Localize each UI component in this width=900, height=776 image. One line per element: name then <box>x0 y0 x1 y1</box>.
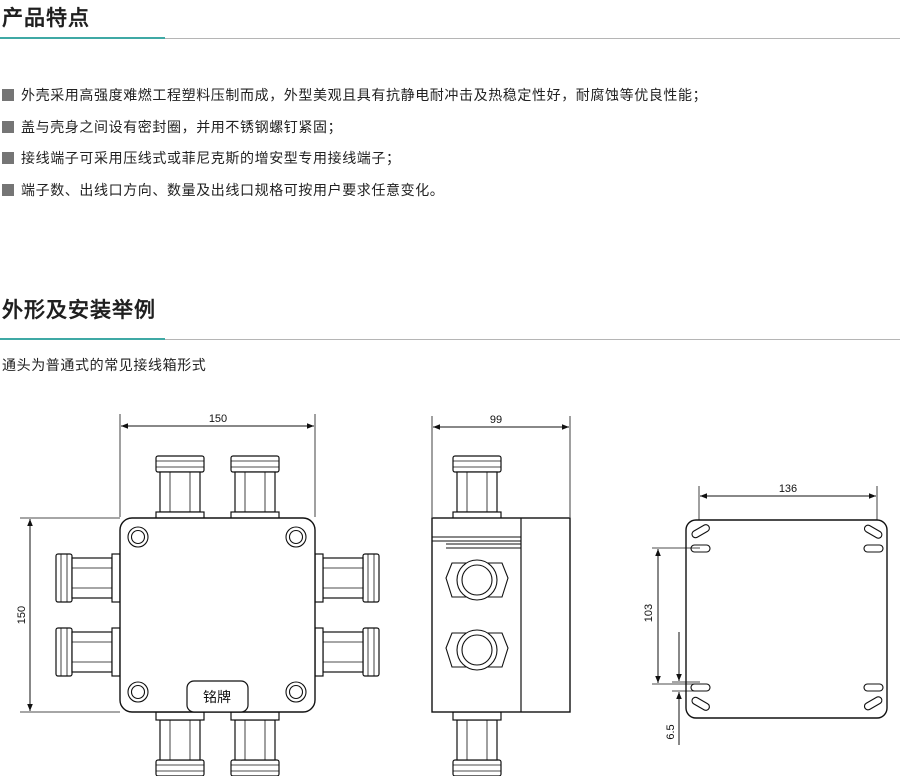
installation-divider <box>0 338 900 340</box>
mount-slot-lower-left <box>690 683 711 692</box>
nameplate <box>186 680 249 713</box>
front-width-label: 150 <box>209 413 227 425</box>
right-cable-gland-upper <box>314 553 380 603</box>
features-title: 产品特点 <box>2 6 90 30</box>
features-divider-accent <box>0 37 165 39</box>
installation-divider-accent <box>0 338 165 340</box>
left-cable-gland-upper <box>55 553 121 603</box>
front-view: 150 150 铭牌 <box>16 413 380 776</box>
feature-item: 接线端子可采用压线式或菲尼克斯的增安型专用接线端子； <box>2 144 898 176</box>
feature-item: 盖与壳身之间设有密封圈，并用不锈钢螺钉紧固； <box>2 113 898 145</box>
feature-item: 端子数、出线口方向、数量及出线口规格可按用户要求任意变化。 <box>2 176 898 208</box>
top-cable-gland-right <box>230 455 280 521</box>
mount-slot-mid-right <box>863 544 884 553</box>
square-bullet-icon <box>2 152 14 164</box>
side-box-body <box>431 517 571 713</box>
mounting-view: 136 103 6.5 <box>643 483 888 745</box>
installation-caption: 通头为普通式的常见接线箱形式 <box>2 358 207 374</box>
nameplate-label: 铭牌 <box>203 689 231 706</box>
mount-slot-lower-right <box>863 683 884 692</box>
mount-slot-bottom-right <box>863 696 883 711</box>
front-height-label: 150 <box>16 606 28 624</box>
square-bullet-icon <box>2 89 14 101</box>
side-top-cable-gland <box>452 455 502 521</box>
junction-box-drawing: 150 150 铭牌 99 <box>16 413 888 776</box>
mount-height-label: 103 <box>643 604 655 622</box>
mounting-box-outline <box>685 519 888 719</box>
square-bullet-icon <box>2 120 14 133</box>
square-bullet-icon <box>2 183 14 196</box>
mount-slot-mid-left <box>690 544 711 553</box>
slot-width-label: 6.5 <box>665 724 677 739</box>
feature-item: 外壳采用高强度难燃工程塑料压制而成，外型美观且具有抗静电耐冲击及热稳定性好，耐腐… <box>2 81 898 113</box>
mount-slot-top-left <box>691 524 710 539</box>
side-view: 99 <box>431 414 571 776</box>
bottom-cable-gland-right <box>230 711 280 776</box>
left-cable-gland-lower <box>55 627 121 677</box>
mount-slot-top-right <box>863 524 883 539</box>
installation-title: 外形及安装举例 <box>2 298 156 322</box>
side-width-label: 99 <box>490 414 502 426</box>
mount-width-label: 136 <box>779 483 797 495</box>
feature-list: 外壳采用高强度难燃工程塑料压制而成，外型美观且具有抗静电耐冲击及热稳定性好，耐腐… <box>2 81 898 207</box>
side-bottom-cable-gland <box>452 711 502 776</box>
mount-slot-bottom-left <box>691 696 710 711</box>
bottom-cable-gland-left <box>155 711 205 776</box>
right-cable-gland-lower <box>314 627 380 677</box>
top-cable-gland-left <box>155 455 205 521</box>
features-divider <box>0 37 900 39</box>
